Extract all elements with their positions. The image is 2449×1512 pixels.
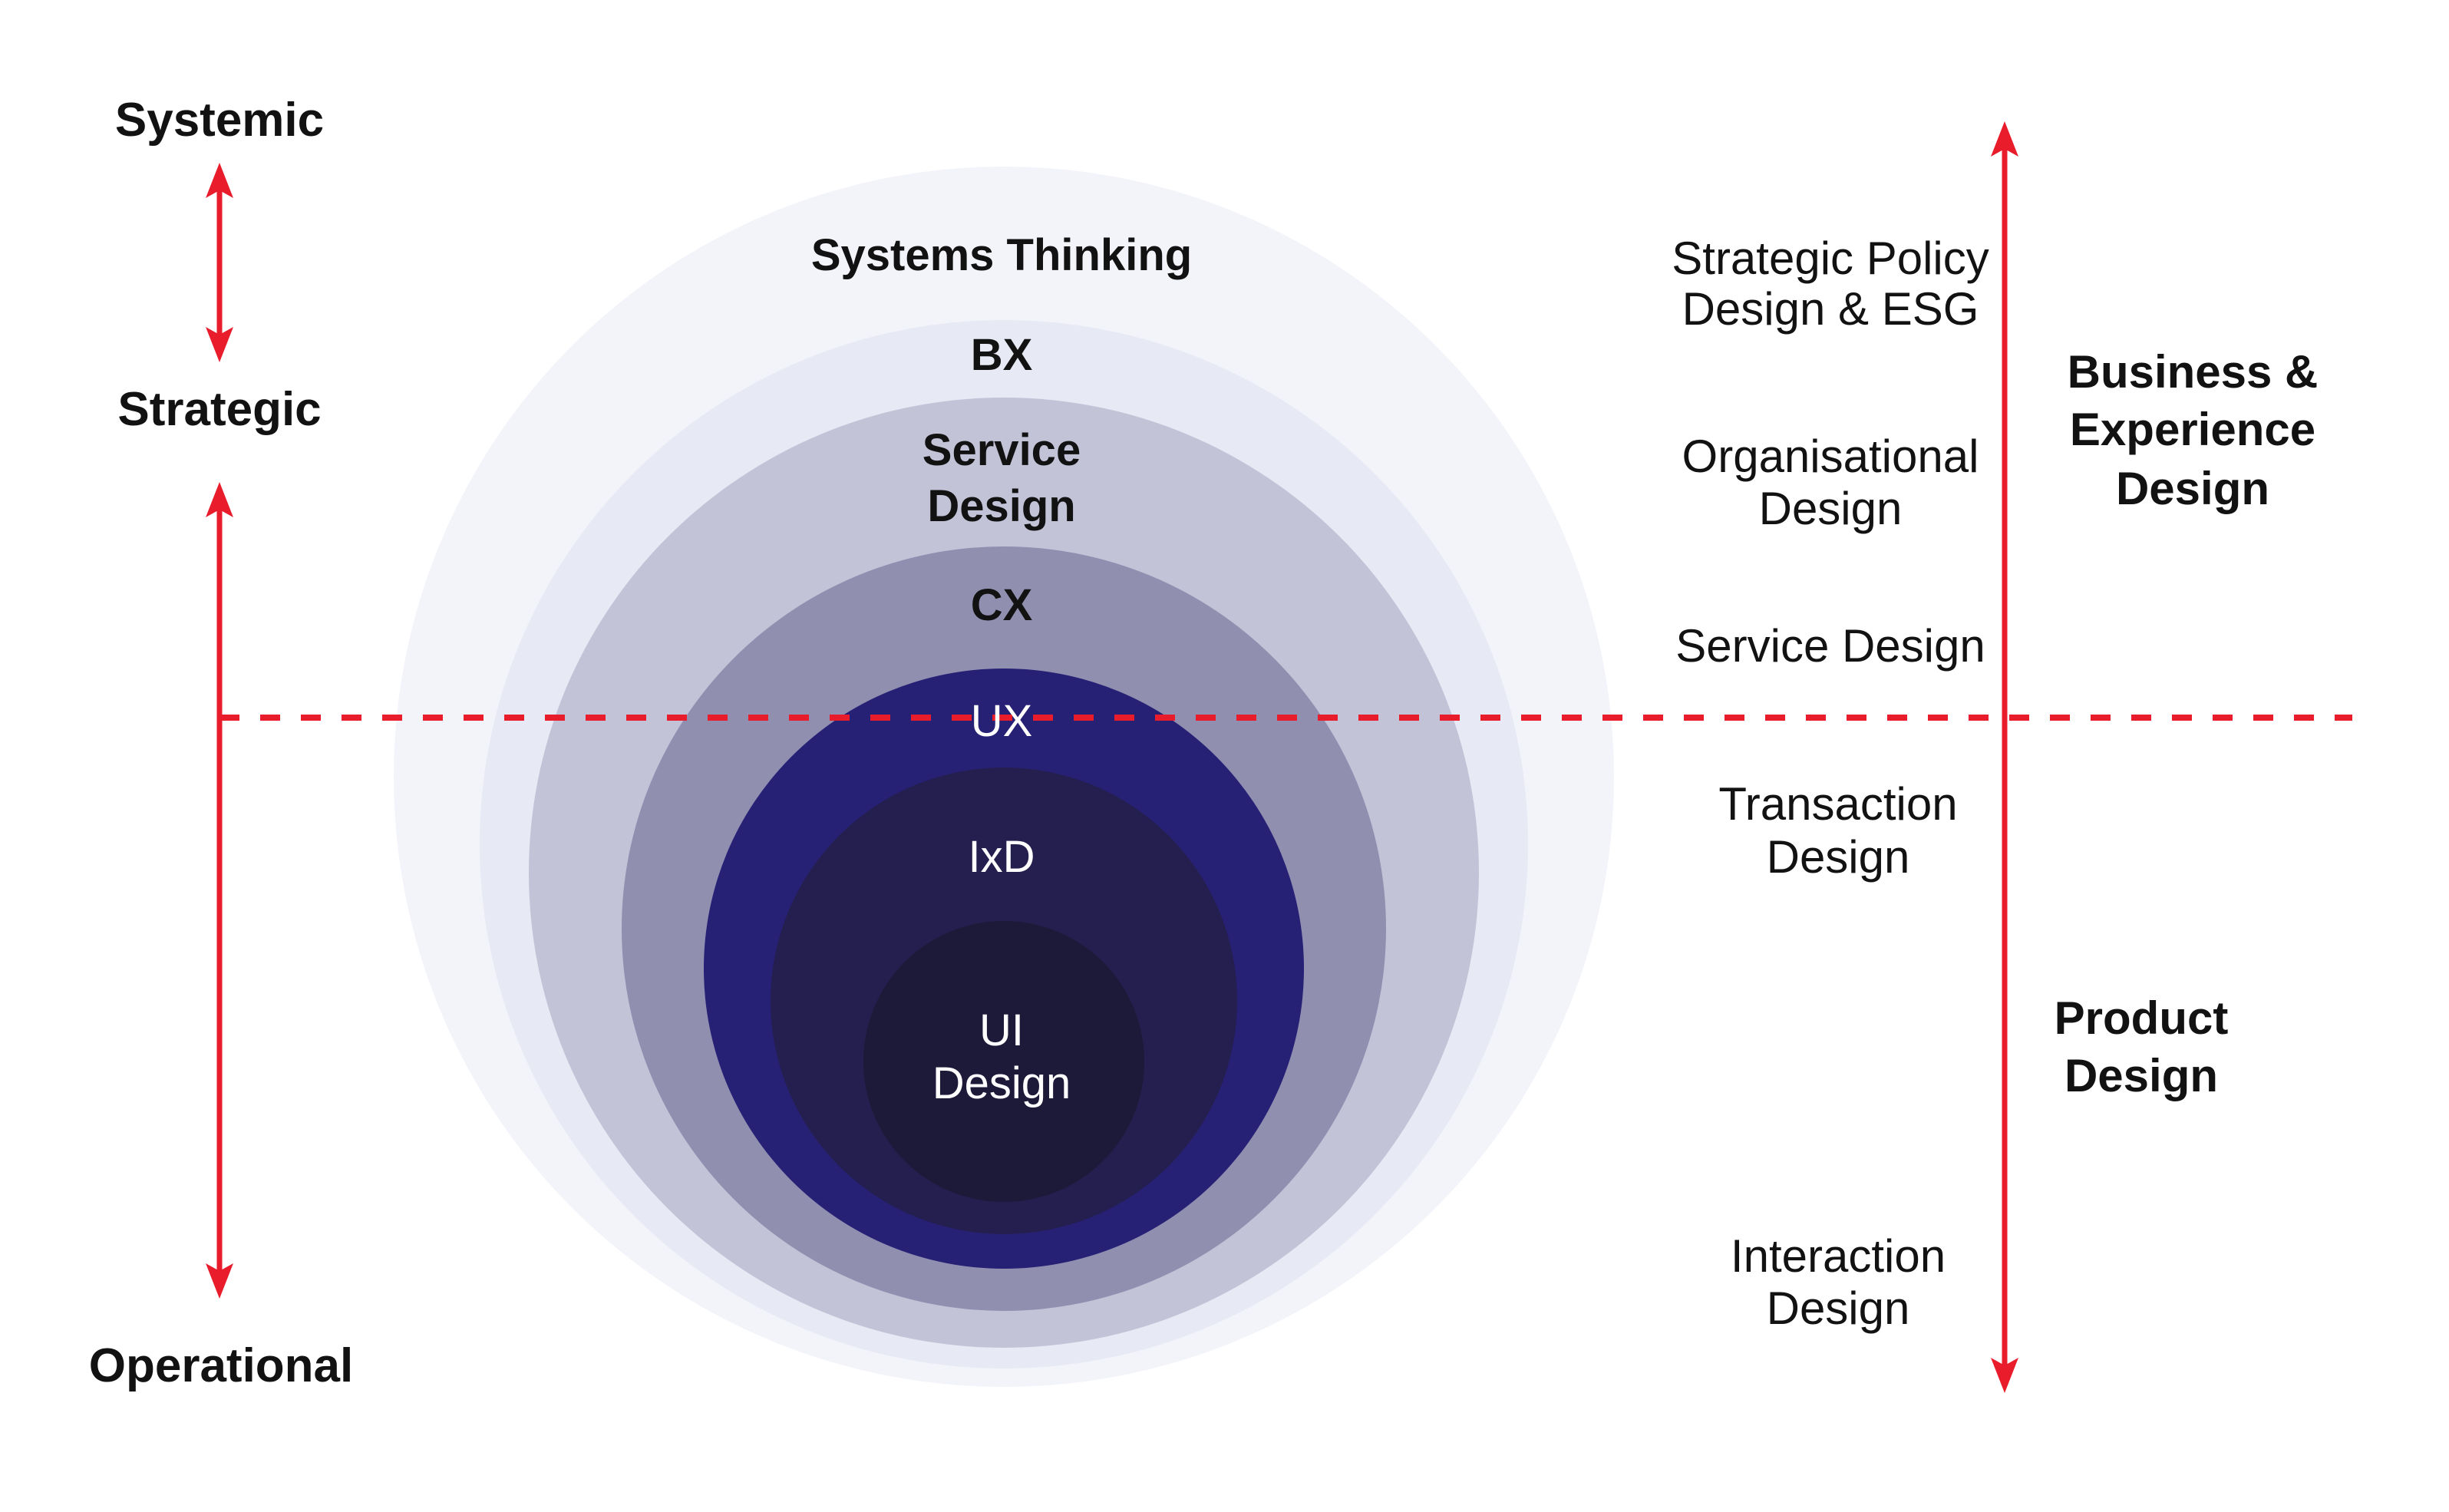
right-label-strategic-policy-line1: Strategic Policy bbox=[1672, 233, 1989, 284]
strategic-operational-double-arrow-icon bbox=[206, 482, 233, 1299]
right-label-interaction-line1: Interaction bbox=[1730, 1230, 1946, 1282]
ring-label-ui-design-line2: Design bbox=[932, 1058, 1071, 1108]
category-label-product-design-line2: Design bbox=[2064, 1050, 2219, 1101]
arrowhead-down-icon bbox=[206, 1263, 233, 1299]
ring-label-bx: BX bbox=[970, 330, 1033, 380]
arrowhead-up-icon bbox=[206, 482, 233, 517]
category-label-business-experience-line1: Business & bbox=[2067, 346, 2319, 398]
ring-label-systems-thinking: Systems Thinking bbox=[810, 230, 1193, 280]
right-label-transaction-line2: Design bbox=[1766, 831, 1910, 883]
left-axis-label-systemic: Systemic bbox=[114, 94, 325, 147]
ring-label-ux: UX bbox=[970, 696, 1033, 746]
left-axis-label-operational: Operational bbox=[88, 1339, 354, 1392]
category-label-business-experience-line3: Design bbox=[2115, 463, 2270, 514]
right-label-strategic-policy-line2: Design & ESG bbox=[1682, 283, 1979, 335]
right-label-transaction-line1: Transaction bbox=[1718, 778, 1958, 830]
ring-label-service-design-line1: Service bbox=[922, 425, 1081, 475]
systemic-strategic-double-arrow-icon bbox=[206, 163, 233, 362]
right-label-service-design: Service Design bbox=[1675, 620, 1985, 672]
left-axis-label-strategic: Strategic bbox=[117, 383, 322, 436]
ring-label-cx: CX bbox=[970, 580, 1033, 630]
right-label-organisational-line1: Organisational bbox=[1682, 431, 1979, 482]
category-label-business-experience-line2: Experience bbox=[2069, 404, 2316, 455]
arrowhead-down-icon bbox=[1991, 1358, 2018, 1393]
ring-label-ixd: IxD bbox=[968, 832, 1035, 882]
ring-label-service-design-line2: Design bbox=[927, 481, 1076, 531]
dashed-divider-line bbox=[219, 715, 2352, 721]
arrowhead-up-icon bbox=[206, 163, 233, 198]
arrowhead-up-icon bbox=[1991, 121, 2018, 157]
circle-ui-design bbox=[863, 921, 1144, 1202]
right-label-organisational-line2: Design bbox=[1758, 483, 1903, 534]
right-label-interaction-line2: Design bbox=[1766, 1283, 1910, 1334]
arrowhead-down-icon bbox=[206, 327, 233, 362]
ring-label-ui-design-line1: UI bbox=[979, 1005, 1024, 1055]
category-label-product-design-line1: Product bbox=[2054, 992, 2229, 1044]
right-axis-double-arrow-icon bbox=[1991, 121, 2018, 1393]
